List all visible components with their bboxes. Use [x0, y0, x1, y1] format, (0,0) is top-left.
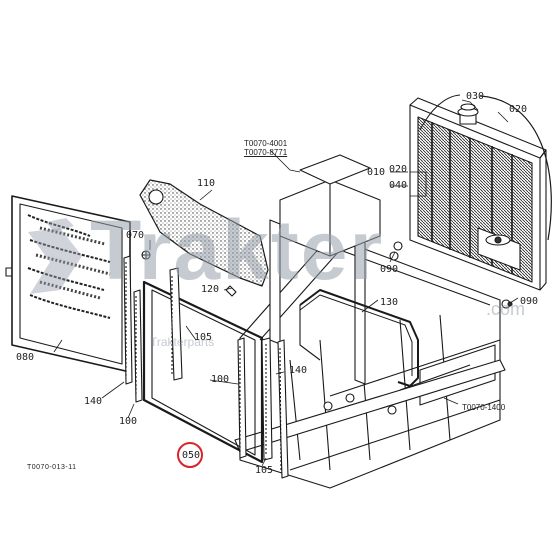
ref-code-4001: T0070-4001 — [244, 139, 288, 148]
part-label-020-top: 020 — [509, 104, 528, 115]
seal-strips-right — [237, 337, 289, 479]
part-label-130: 130 — [380, 297, 399, 308]
figure-code: T0070-013-11 — [27, 464, 77, 471]
ref-code-8771: T0070-8771 — [244, 148, 288, 157]
chassis-frame — [234, 154, 511, 489]
part-label-070: 070 — [126, 230, 145, 241]
highlight-circle-050 — [177, 442, 203, 468]
part-label-140-left: 140 — [84, 396, 103, 407]
radiator-assembly — [409, 94, 552, 291]
part-label-040: 040 — [389, 180, 408, 191]
watermark-brand: Trakter — [90, 203, 385, 297]
watermark-small: Trakterparts — [150, 335, 215, 349]
part-label-110: 110 — [197, 178, 216, 189]
part-label-100-mid: 100 — [211, 374, 230, 385]
ref-code-1400: T0070-1400 — [462, 403, 506, 412]
screen-panel — [5, 195, 131, 373]
part-label-140-right: 140 — [289, 365, 308, 376]
part-label-090-mid: 090 — [380, 264, 399, 275]
part-label-105-upper: 105 — [194, 332, 213, 343]
baffle-plate — [139, 179, 269, 287]
seal-strips-left — [123, 255, 143, 403]
part-label-020-mid: 020 — [389, 164, 408, 175]
part-label-080: 080 — [16, 352, 35, 363]
watermark-domain: .com — [486, 299, 526, 319]
part-label-100-left: 100 — [119, 416, 138, 427]
part-label-090-right: 090 — [520, 296, 539, 307]
leader-lines — [53, 99, 519, 467]
part-label-010: 010 — [367, 167, 386, 178]
frame-050 — [142, 267, 264, 464]
part-label-120: 120 — [201, 284, 220, 295]
part-label-030: 030 — [466, 91, 485, 102]
part-label-105-lower: 105 — [255, 465, 274, 476]
